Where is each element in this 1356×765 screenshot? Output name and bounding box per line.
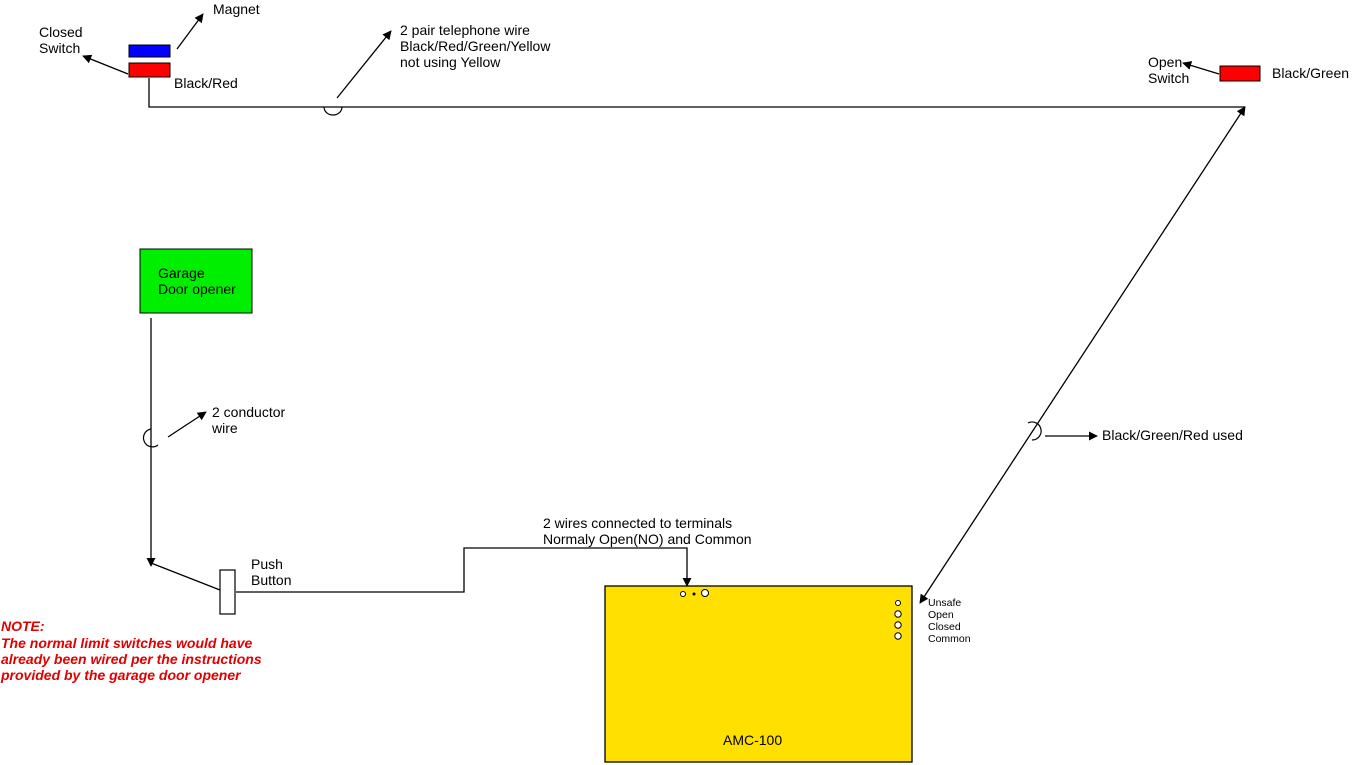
push-button-to-amc-wire (236, 547, 692, 593)
conductor-wire-loop (142, 428, 159, 448)
conductor-wire-label-1: 2 conductor (212, 404, 285, 420)
diagonal-wire (919, 106, 1246, 604)
telephone-wire-label-3: not using Yellow (400, 54, 501, 70)
conductor-wire-label-2: wire (211, 420, 238, 436)
amc-side-terminal-open (894, 610, 902, 618)
terminal-label-closed: Closed (928, 621, 961, 633)
open-wire-colors-label: Black/Green (1272, 65, 1349, 81)
push-button-label-2: Button (251, 572, 291, 588)
amc-top-terminal-2 (692, 592, 696, 596)
amc-top-terminal-3 (701, 589, 709, 597)
push-button-feed-wire (150, 562, 221, 591)
amc-top-terminal-1 (680, 591, 686, 597)
terminals-note-label-2: Normaly Open(NO) and Common (543, 531, 752, 547)
open-switch-label-1: Open (1148, 54, 1182, 70)
telephone-wire-run (148, 78, 1245, 108)
closed-wire-colors-label: Black/Red (174, 75, 238, 91)
note-line-2: already been wired per the instructions (1, 651, 262, 667)
amc-side-terminal-unsafe (895, 600, 901, 606)
magnet-label: Magnet (213, 1, 260, 17)
diagonal-wire-loop (1027, 421, 1042, 441)
telephone-wire-label-1: 2 pair telephone wire (400, 22, 530, 38)
telephone-wire-loop (323, 106, 343, 116)
note-line-1: The normal limit switches would have (1, 635, 252, 651)
closed-switch-label-2: Switch (39, 40, 80, 56)
terminal-label-common: Common (928, 633, 971, 645)
amc-100-box (604, 585, 913, 763)
telephone-wire-label-2: Black/Red/Green/Yellow (400, 38, 551, 54)
note-line-3: provided by the garage door opener (0, 667, 242, 683)
magnet-block (128, 44, 171, 58)
amc-side-terminal-common (894, 632, 902, 640)
magnet-arrow (176, 13, 204, 50)
garage-opener-label-2: Door opener (158, 281, 236, 297)
used-colors-label: Black/Green/Red used (1102, 427, 1243, 443)
terminal-label-open: Open (928, 609, 954, 621)
telephone-wire-arrow (336, 30, 392, 99)
open-switch-arrow (1182, 61, 1220, 75)
open-switch-block (1219, 65, 1261, 82)
terminals-note-label-1: 2 wires connected to terminals (543, 515, 732, 531)
note-title: NOTE: (1, 618, 45, 634)
closed-switch-arrow (82, 54, 129, 75)
closed-switch-label-1: Closed (39, 24, 83, 40)
terminal-label-unsafe: Unsafe (928, 597, 961, 609)
garage-opener-label-1: Garage (158, 265, 205, 281)
push-button-label-1: Push (251, 556, 283, 572)
amc-side-terminal-closed (894, 621, 902, 629)
conductor-wire-arrow (167, 411, 207, 438)
garage-door-opener-box (139, 248, 253, 314)
open-switch-label-2: Switch (1148, 70, 1189, 86)
closed-switch-block (128, 62, 171, 78)
push-button (219, 569, 236, 615)
amc-label: AMC-100 (723, 732, 782, 748)
